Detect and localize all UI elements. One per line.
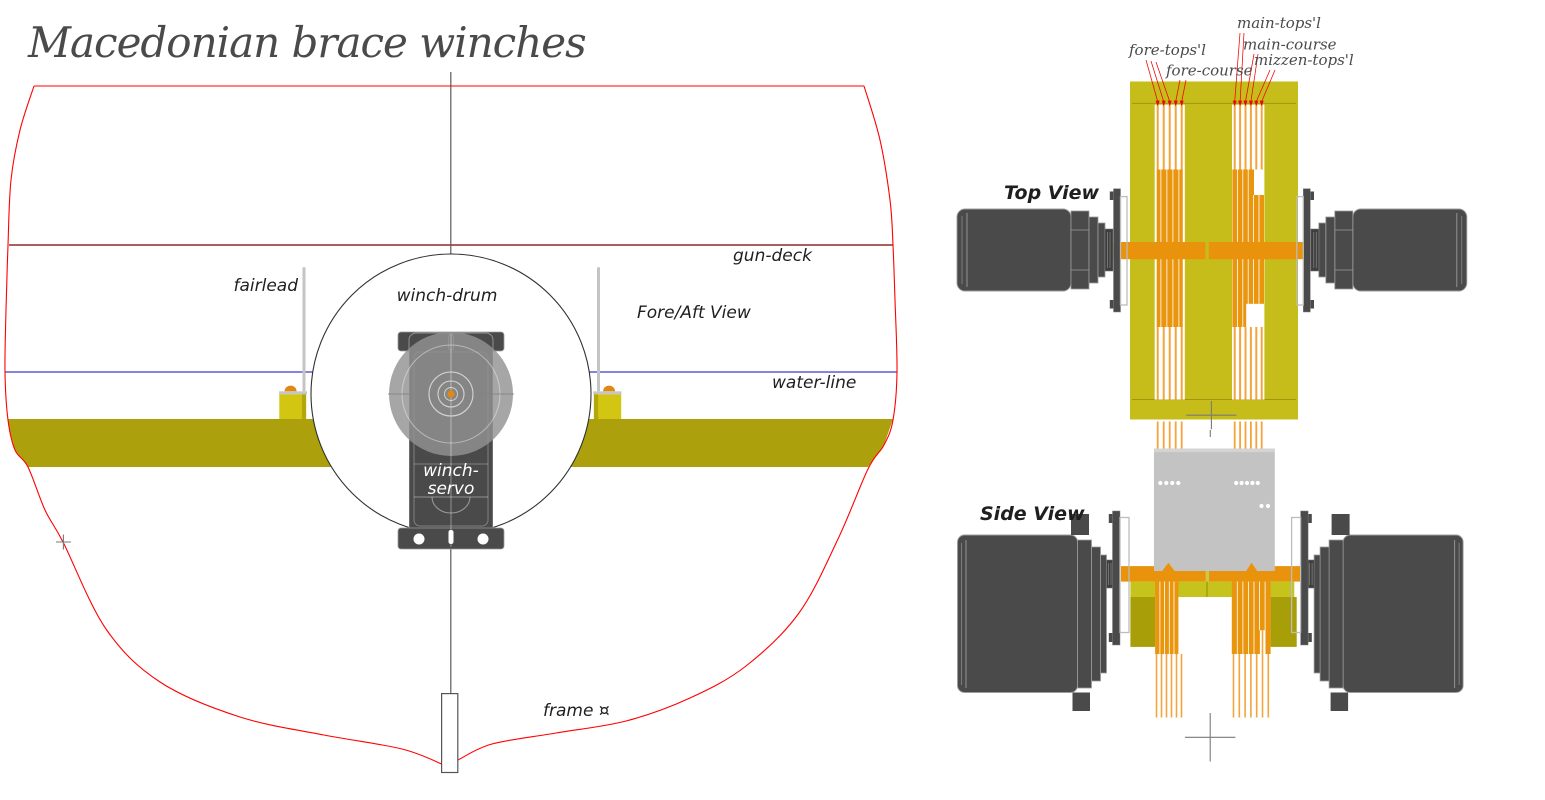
connector-ropes [1156, 421, 1263, 449]
top-view: fore-tops'l fore-course main-tops'l main… [956, 14, 1468, 430]
side-view-cross-mark [1184, 713, 1236, 762]
side-view-label: Side View [980, 503, 1085, 525]
top-view-cross-mark [1186, 401, 1237, 430]
fairlead-post-left [279, 385, 307, 419]
drawing-title: Macedonian brace winches [27, 18, 586, 67]
winch-drum-label: winch-drum [397, 286, 498, 306]
hull-outline [4, 85, 898, 766]
rigging-label-main-topsl: main-tops'l [1237, 14, 1321, 32]
frame-label: frame ¤ [543, 701, 610, 721]
brace-servo-side-right [1290, 510, 1464, 711]
rope-fall-fore [1155, 581, 1183, 718]
top-view-label: Top View [1004, 182, 1100, 204]
brace-servo-side-left [957, 510, 1130, 711]
mount-plate [1154, 448, 1275, 571]
bulwark-right [1270, 597, 1297, 647]
bulwark-left [1130, 597, 1156, 647]
rope-fall-main-mizzen [1231, 581, 1271, 718]
plate-screw-holes [1158, 480, 1271, 509]
servo-spline-dot [447, 390, 455, 398]
rigging-label-main-course: main-course [1243, 36, 1337, 54]
side-view: Side View [957, 421, 1464, 762]
hull-cross-mark [56, 534, 71, 550]
winch-servo: winch- servo [388, 331, 514, 550]
brace-servo-top-right [1296, 188, 1468, 313]
rigging-label-fore-course: fore-course [1165, 62, 1253, 80]
winch-servo-label-line2: servo [428, 479, 475, 499]
rigging-label-fore-topsl: fore-tops'l [1128, 41, 1206, 59]
drum-axle-top [1112, 242, 1311, 260]
rigging-label-mizzen-topsl: mizzen-tops'l [1254, 51, 1354, 69]
water-line-label: water-line [772, 373, 856, 393]
winch-servo-label-line1: winch- [423, 461, 479, 481]
keel [441, 692, 459, 774]
foreaft-view: Macedonian brace winches [4, 18, 898, 774]
gun-deck-label: gun-deck [733, 246, 813, 266]
fairlead-post-right [593, 385, 622, 419]
fairlead-label: fairlead [233, 276, 298, 296]
rigging-leaders [1145, 32, 1276, 107]
brace-servo-top-left [956, 188, 1128, 313]
foreaft-view-label: Fore/Aft View [637, 303, 751, 323]
